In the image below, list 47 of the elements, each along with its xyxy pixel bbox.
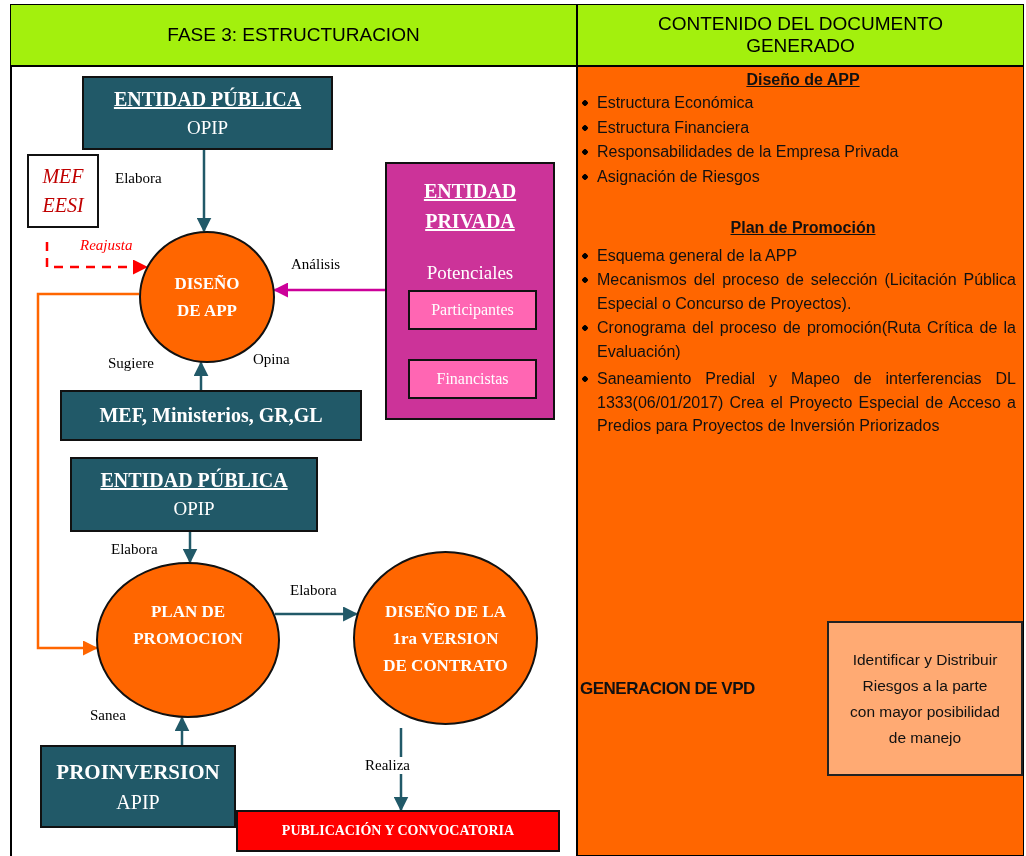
entity-box <box>60 390 362 441</box>
entity-box <box>70 457 318 532</box>
header-band <box>577 4 1024 66</box>
node-title: PLAN DE PROMOCION <box>132 601 244 650</box>
node-title: MEF EESI <box>41 164 86 218</box>
edge-label: Realiza <box>364 757 411 774</box>
participant-box <box>408 359 537 399</box>
arrow <box>274 606 359 622</box>
node-subtitle: OPIP <box>186 116 229 139</box>
node-title: ENTIDAD PRIVADA <box>422 179 518 234</box>
arrow <box>193 361 209 390</box>
header-band <box>10 4 577 66</box>
node-title: Participantes <box>431 301 514 319</box>
node-title: FASE 3: ESTRUCTURACION <box>167 24 420 46</box>
arrow <box>182 532 198 564</box>
arrow <box>273 282 385 298</box>
edge-label: Reajusta <box>79 237 134 254</box>
arrow <box>196 150 212 233</box>
content-panel <box>577 66 1024 856</box>
node-title: DISEÑO DE APP <box>173 273 241 322</box>
entity-panel <box>385 162 555 420</box>
node-title: Identificar y Distribuir Riesgos a la parte con mayor posibilidad de manejo <box>850 649 1000 748</box>
entity-box <box>82 76 333 150</box>
node-title: ENTIDAD PÚBLICA <box>113 87 302 111</box>
arrow <box>45 242 148 275</box>
section-heading: Diseño de APP <box>745 71 861 89</box>
section-label: GENERACION DE VPD <box>580 679 755 699</box>
node-title: MEF, Ministerios, GR,GL <box>99 404 323 427</box>
result-box <box>236 810 560 852</box>
node-title: PROINVERSION <box>56 759 220 785</box>
entity-box <box>27 154 99 228</box>
edge-label: Sugiere <box>107 355 155 372</box>
note-box <box>827 621 1023 776</box>
node-subtitle: OPIP <box>173 498 215 520</box>
node-title: DISEÑO DE LA 1ra VERSION DE CONTRATO <box>383 600 508 677</box>
node-title: Financistas <box>436 370 509 388</box>
participant-box <box>408 290 537 330</box>
arrow <box>174 716 190 745</box>
entity-box <box>40 745 236 828</box>
node-subtitle: Potenciales <box>426 262 514 284</box>
node-title: CONTENIDO DEL DOCUMENTO GENERADO <box>657 13 944 57</box>
section-heading: Plan de Promoción <box>729 219 877 237</box>
node-title: PUBLICACIÓN Y CONVOCATORIA <box>281 823 515 839</box>
arrow <box>36 292 140 656</box>
node-subtitle: APIP <box>116 790 160 814</box>
node-title: ENTIDAD PÚBLICA <box>100 469 288 492</box>
annotation-text: Opina <box>252 351 291 368</box>
